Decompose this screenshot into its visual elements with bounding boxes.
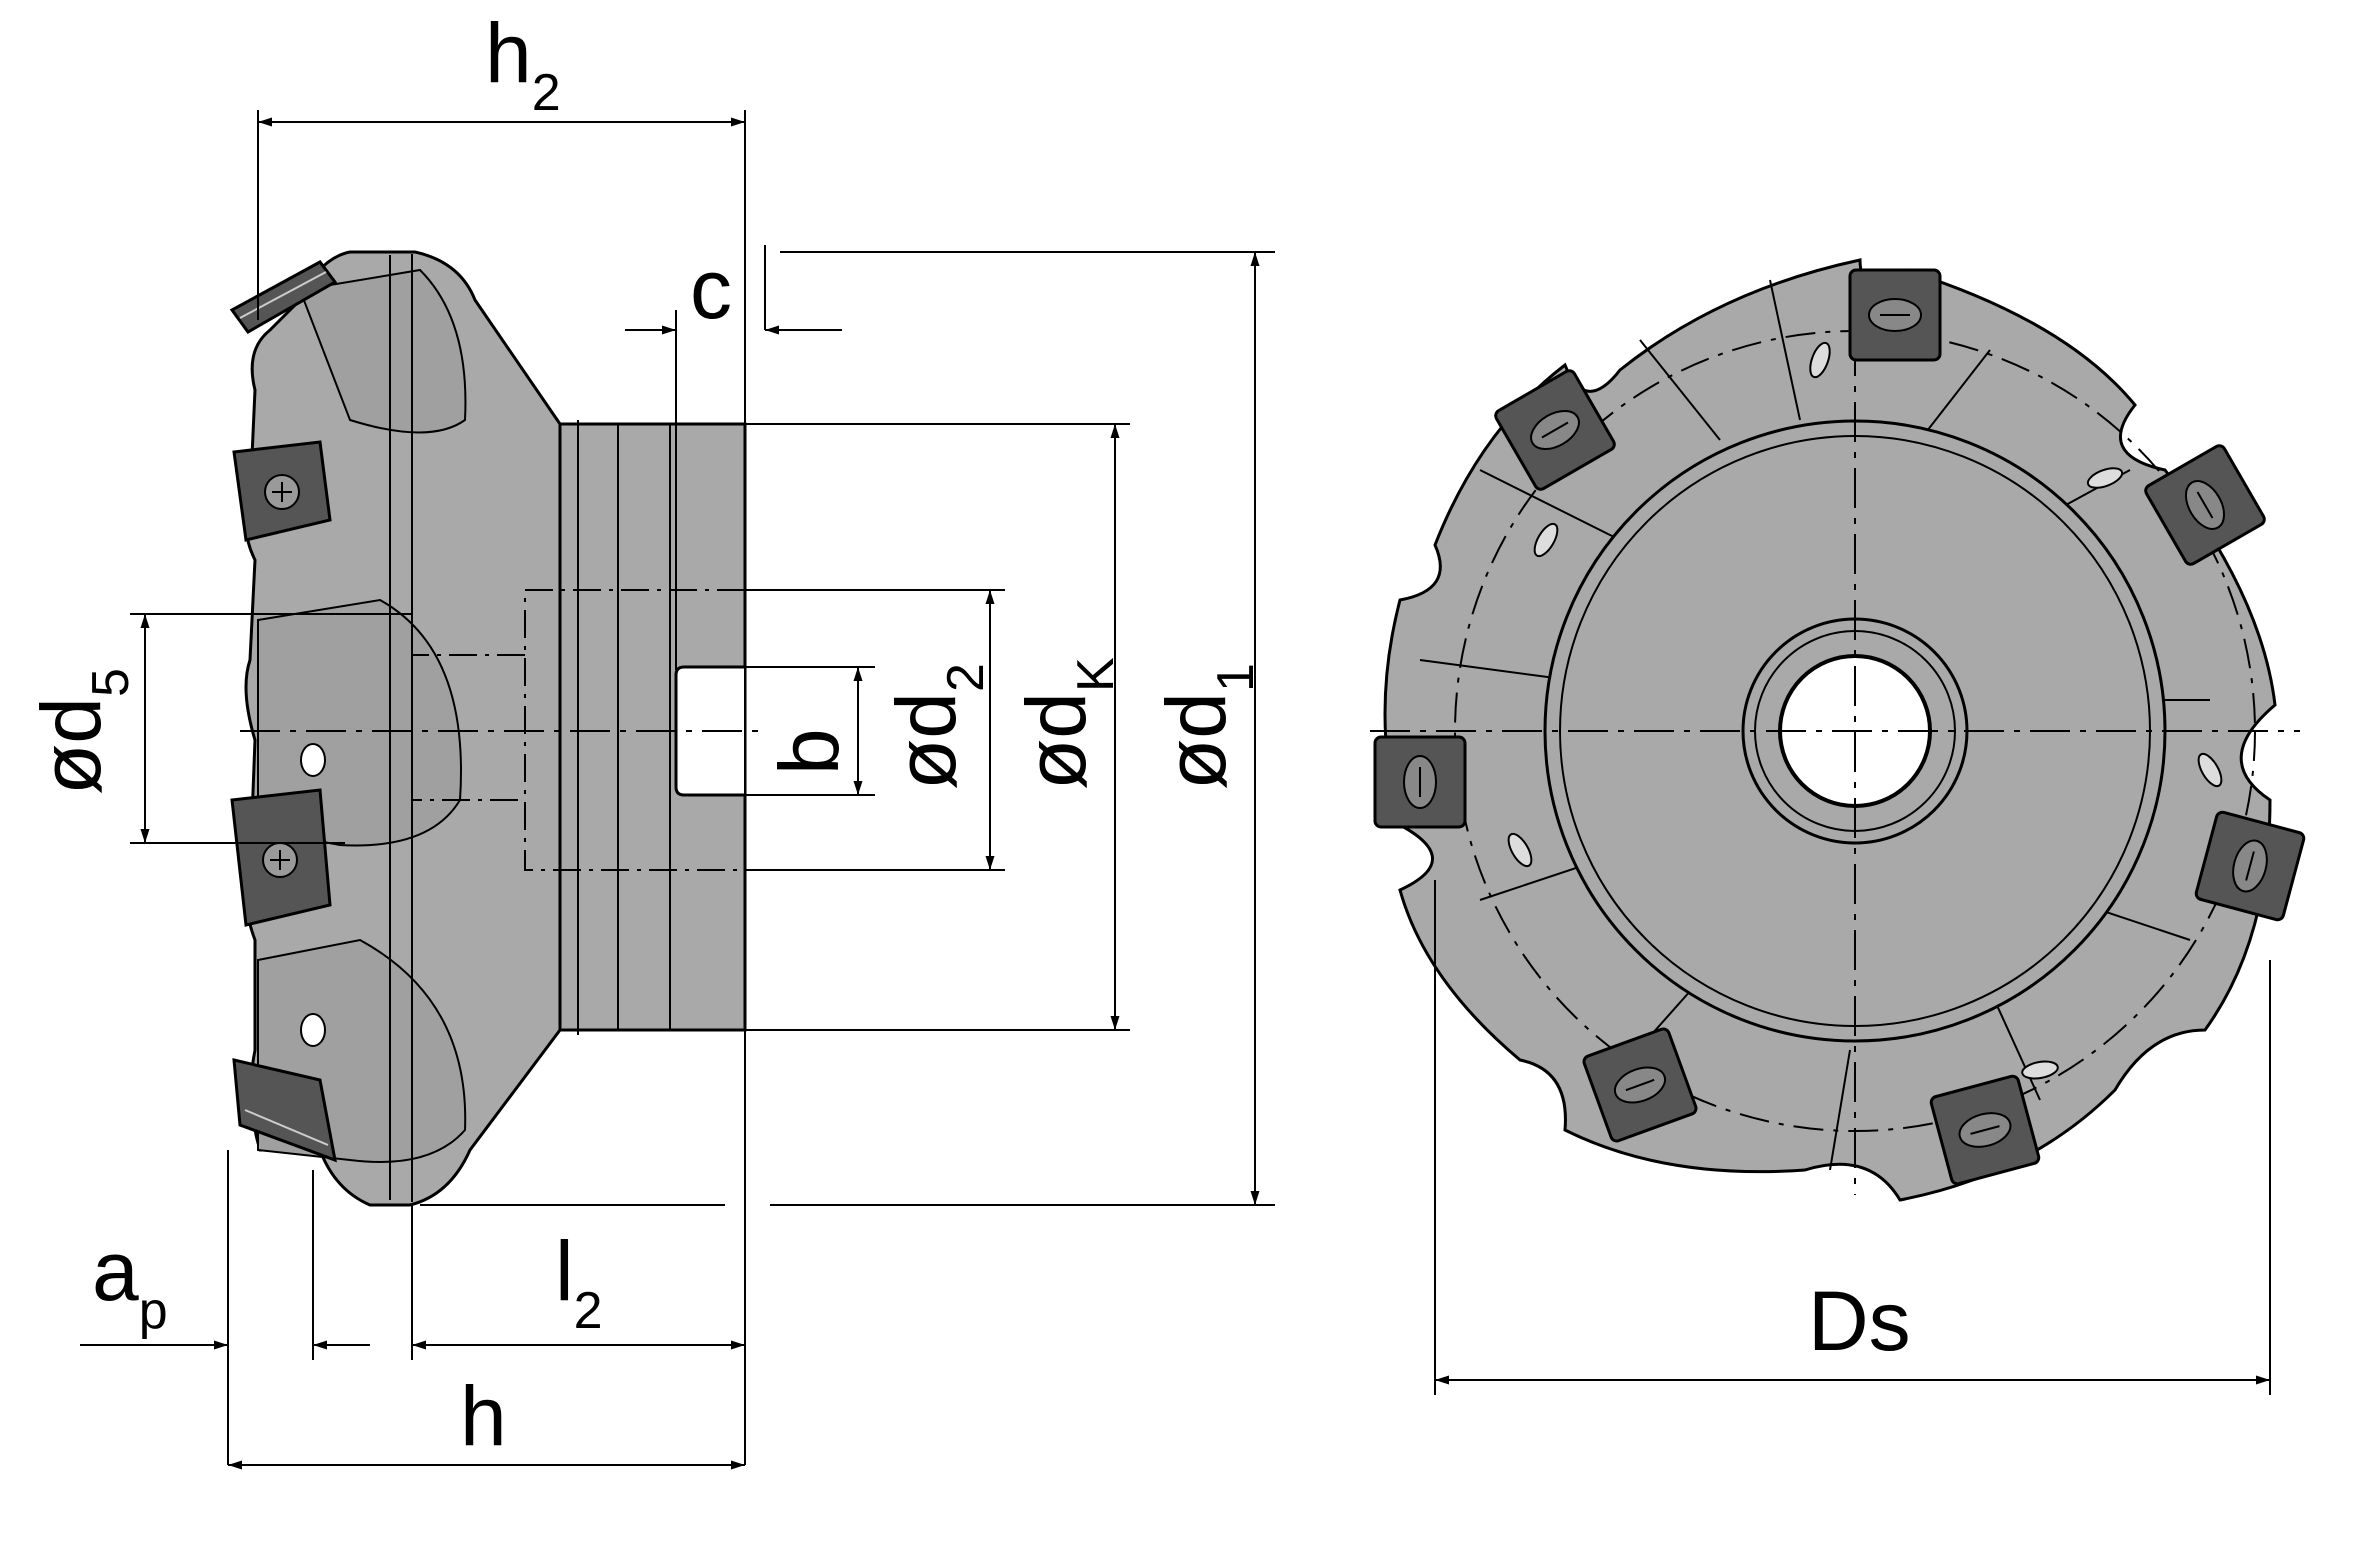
insert bbox=[1373, 735, 1467, 829]
label-d2: ød2 bbox=[879, 663, 995, 790]
label-c: c bbox=[690, 242, 732, 336]
insert bbox=[1582, 1027, 1698, 1143]
label-d5: ød5 bbox=[24, 668, 140, 795]
side-dimensions bbox=[80, 110, 1275, 1470]
insert bbox=[2194, 810, 2306, 922]
label-b: b bbox=[762, 728, 856, 775]
insert bbox=[1848, 268, 1942, 362]
insert bbox=[232, 440, 332, 542]
label-ap: ap bbox=[92, 1224, 168, 1340]
insert bbox=[1494, 369, 1616, 491]
label-dk: ødK bbox=[1009, 657, 1125, 790]
side-view bbox=[229, 250, 765, 1207]
chip-pocket bbox=[257, 598, 462, 847]
insert bbox=[232, 1058, 337, 1163]
label-ds: Ds bbox=[1808, 1274, 1911, 1368]
label-h: h bbox=[460, 1369, 507, 1463]
label-h2: h2 bbox=[485, 6, 561, 122]
label-d1: ød1 bbox=[1149, 663, 1265, 790]
dimension-labels: h2 c b ød2 ødK ød1 ød5 ap l2 h Ds bbox=[24, 6, 1911, 1463]
insert bbox=[2144, 444, 2266, 566]
insert bbox=[1929, 1074, 2041, 1186]
front-view bbox=[1370, 258, 2306, 1202]
label-l2: l2 bbox=[555, 1224, 603, 1340]
front-dimensions bbox=[1434, 880, 2271, 1395]
insert bbox=[230, 788, 332, 927]
